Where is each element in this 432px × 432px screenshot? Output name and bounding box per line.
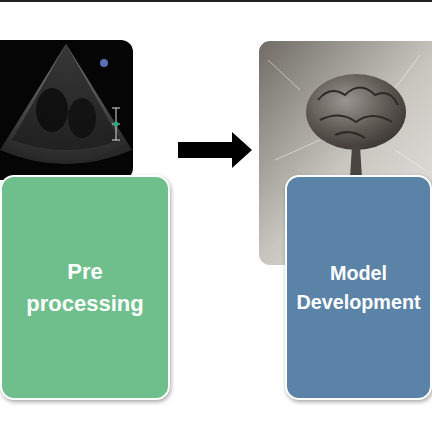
box-label: Pre processing [12, 256, 158, 320]
block-arrow [178, 132, 252, 168]
process-box: Model Development [258, 40, 432, 402]
box-label: Model Development [296, 259, 420, 316]
box-panel: Model Development [285, 175, 432, 400]
echo-image [0, 40, 133, 180]
process-box: Pre processing [0, 40, 172, 402]
top-rule [0, 0, 432, 2]
box-panel: Pre processing [0, 175, 170, 400]
